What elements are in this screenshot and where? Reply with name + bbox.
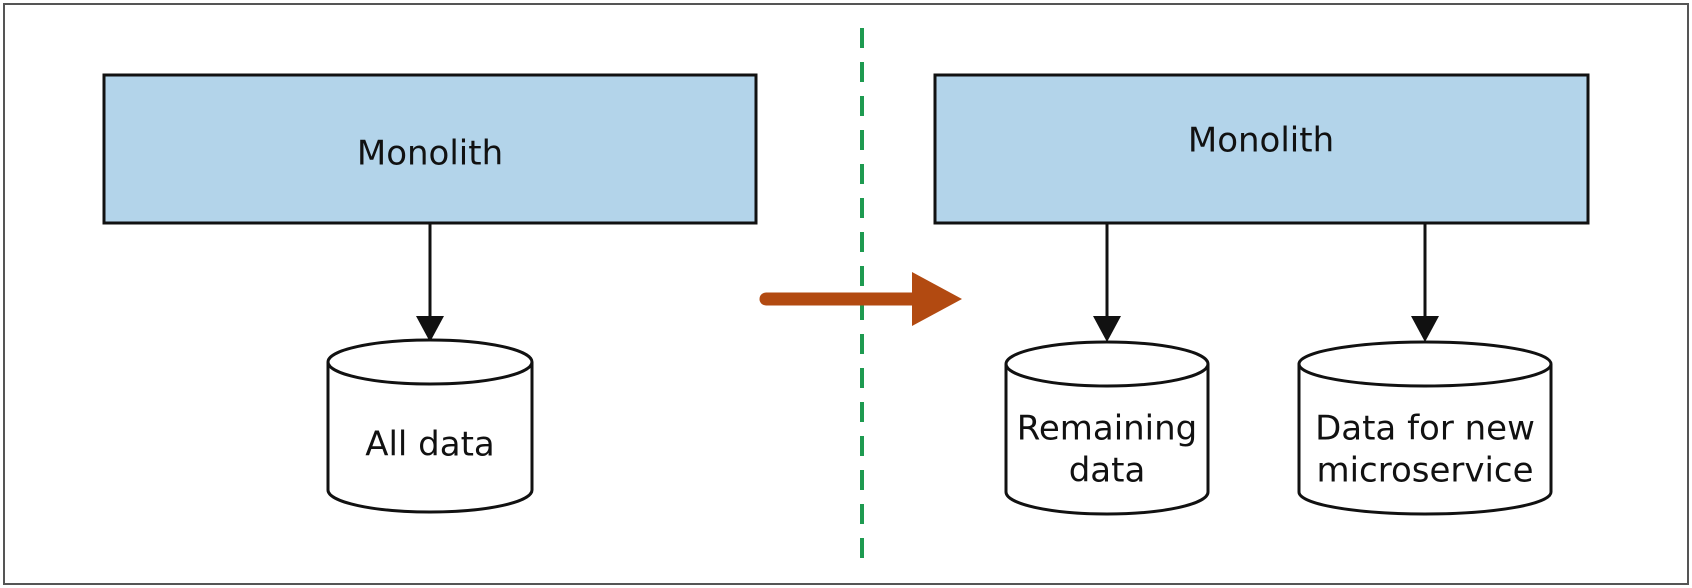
before-arrow-head [416,316,444,342]
transition-arrow [759,272,962,326]
remaining-arrow-head [1093,316,1121,342]
new-data-label-line2: microservice [1316,451,1533,491]
after-monolith-label: Monolith [1188,121,1334,161]
after-monolith-box [933,73,1590,225]
new-data-label-line1: Data for new [1315,409,1535,449]
remaining-data-label-line1: Remaining [1017,409,1198,449]
remaining-data-database [1004,340,1210,516]
before-monolith-label: Monolith [357,134,503,174]
after-section: Monolith Remaining data Data for new mic… [933,73,1590,516]
before-monolith-box [102,73,758,225]
new-data-arrow-head [1411,316,1439,342]
remaining-data-label-line2: data [1069,451,1146,491]
before-section: Monolith All data [102,73,758,514]
all-data-label: All data [365,425,495,465]
new-microservice-database [1297,340,1553,516]
all-data-database [326,338,534,514]
